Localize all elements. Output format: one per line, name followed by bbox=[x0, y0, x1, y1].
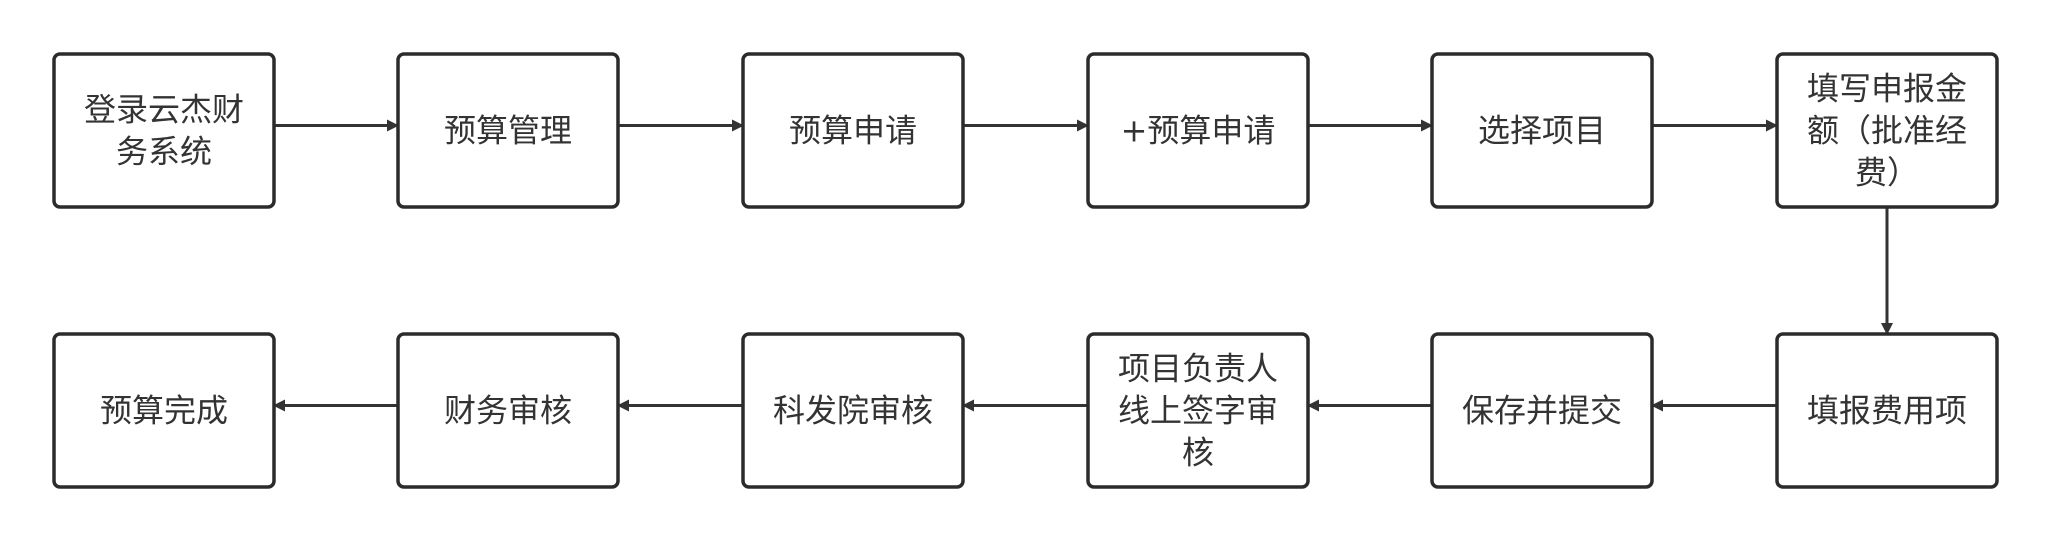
node-label-line: 额（批准经 bbox=[1807, 112, 1967, 150]
node-box bbox=[1775, 332, 1999, 489]
node-box bbox=[396, 332, 620, 489]
node-research-review: 科发院审核 bbox=[741, 332, 965, 489]
node-budget-apply: 预算申请 bbox=[741, 52, 965, 209]
node-label-line: 预算管理 bbox=[444, 112, 572, 150]
node-fill-expense: 填报费用项 bbox=[1775, 332, 1999, 489]
node-label-line: 登录云杰财 bbox=[84, 91, 244, 129]
node-label-line: 预算申请 bbox=[789, 112, 917, 150]
node-budget-mgmt: 预算管理 bbox=[396, 52, 620, 209]
node-label-line: 预算完成 bbox=[100, 392, 228, 430]
node-box bbox=[1775, 52, 1999, 209]
node-box bbox=[52, 332, 276, 489]
node-finance-review: 财务审核 bbox=[396, 332, 620, 489]
node-label-line: 填报费用项 bbox=[1807, 392, 1967, 430]
node-label-line: 费） bbox=[1855, 154, 1919, 192]
node-add-budget-apply: +预算申请 bbox=[1086, 52, 1310, 209]
node-box bbox=[1086, 52, 1310, 209]
edges-layer bbox=[273, 119, 1893, 412]
node-box bbox=[741, 52, 965, 209]
node-box bbox=[52, 52, 276, 209]
node-label-line: 科发院审核 bbox=[773, 392, 933, 430]
node-budget-done: 预算完成 bbox=[52, 332, 276, 489]
node-label-line: +预算申请 bbox=[1121, 112, 1276, 150]
node-label-line: 项目负责人 bbox=[1118, 350, 1278, 388]
node-save-submit: 保存并提交 bbox=[1430, 332, 1654, 489]
node-label-line: 核 bbox=[1182, 434, 1214, 472]
node-label-line: 填写申报金 bbox=[1807, 70, 1967, 108]
node-label-line: 财务审核 bbox=[444, 392, 572, 430]
node-box bbox=[741, 332, 965, 489]
node-label-line: 保存并提交 bbox=[1462, 392, 1622, 430]
node-box bbox=[1430, 52, 1654, 209]
node-select-project: 选择项目 bbox=[1430, 52, 1654, 209]
node-box bbox=[396, 52, 620, 209]
node-label-line: 线上签字审 bbox=[1118, 392, 1278, 430]
node-label-line: 选择项目 bbox=[1478, 112, 1606, 150]
node-box bbox=[1430, 332, 1654, 489]
node-box bbox=[1086, 332, 1310, 489]
node-label-line: 务系统 bbox=[116, 133, 212, 171]
